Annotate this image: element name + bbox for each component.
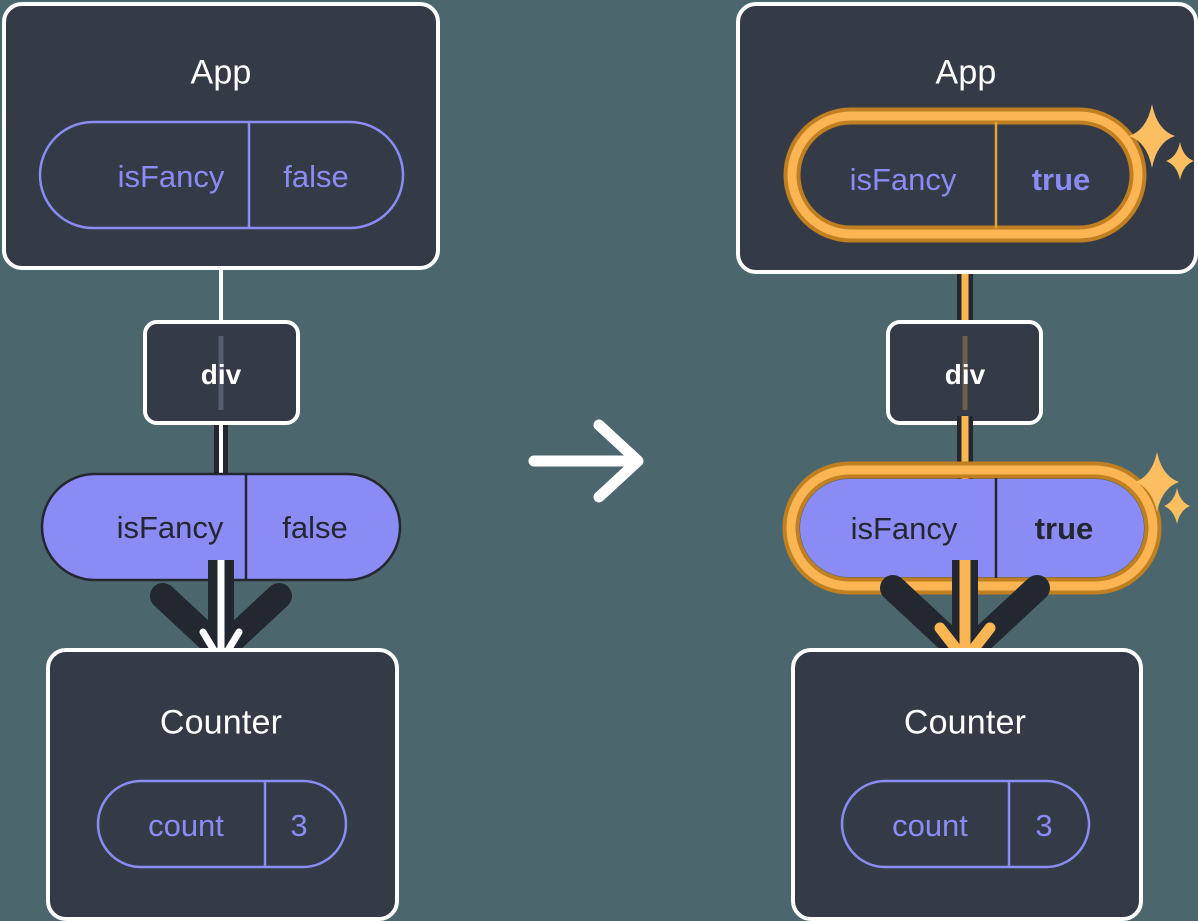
sparkle-icon-prop-right xyxy=(1135,452,1190,524)
app-state-pill-right-highlight-inner xyxy=(787,111,1143,239)
app-panel-left xyxy=(2,2,440,270)
counter-state-pill-left[interactable] xyxy=(96,779,348,869)
counter-state-pill-right[interactable] xyxy=(840,779,1091,869)
sparkle-icon-app-right xyxy=(1129,104,1194,180)
prop-pill-right[interactable] xyxy=(800,479,1144,577)
counter-panel-right xyxy=(791,648,1143,921)
prop-pill-right-highlight-inner xyxy=(786,465,1158,591)
app-state-pill-left[interactable] xyxy=(38,120,405,230)
arrow-prop-to-counter-left xyxy=(150,560,292,666)
transition-right-arrow-icon xyxy=(528,419,644,503)
prop-pill-left[interactable] xyxy=(40,472,402,582)
app-state-pill-right[interactable] xyxy=(803,127,1127,223)
counter-panel-left xyxy=(46,648,399,921)
arrow-prop-to-counter-right xyxy=(880,560,1050,668)
